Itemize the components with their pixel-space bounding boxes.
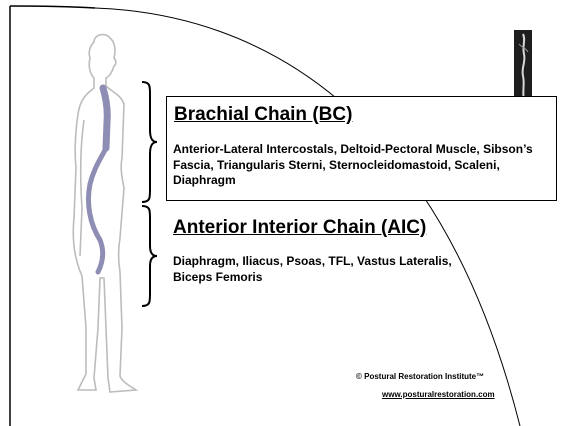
copyright-notice: © Postural Restoration Institute™: [356, 372, 484, 381]
website-link[interactable]: www.posturalrestoration.com: [382, 390, 495, 399]
brachial-chain-brace: [138, 80, 158, 204]
corner-figure-thumbnail: [514, 30, 532, 104]
anterior-interior-chain-highlight: [88, 148, 106, 272]
anterior-interior-chain-title: Anterior Interior Chain (AIC): [173, 217, 426, 239]
human-figure-illustration: [50, 28, 150, 413]
brachial-chain-muscle-list: Anterior-Lateral Intercostals, Deltoid-P…: [173, 142, 553, 189]
brachial-chain-title: Brachial Chain (BC): [174, 104, 352, 126]
brachial-chain-highlight: [103, 88, 107, 148]
anterior-interior-chain-brace: [138, 204, 158, 308]
anterior-interior-chain-muscle-list: Diaphragm, Iliacus, Psoas, TFL, Vastus L…: [173, 254, 493, 285]
